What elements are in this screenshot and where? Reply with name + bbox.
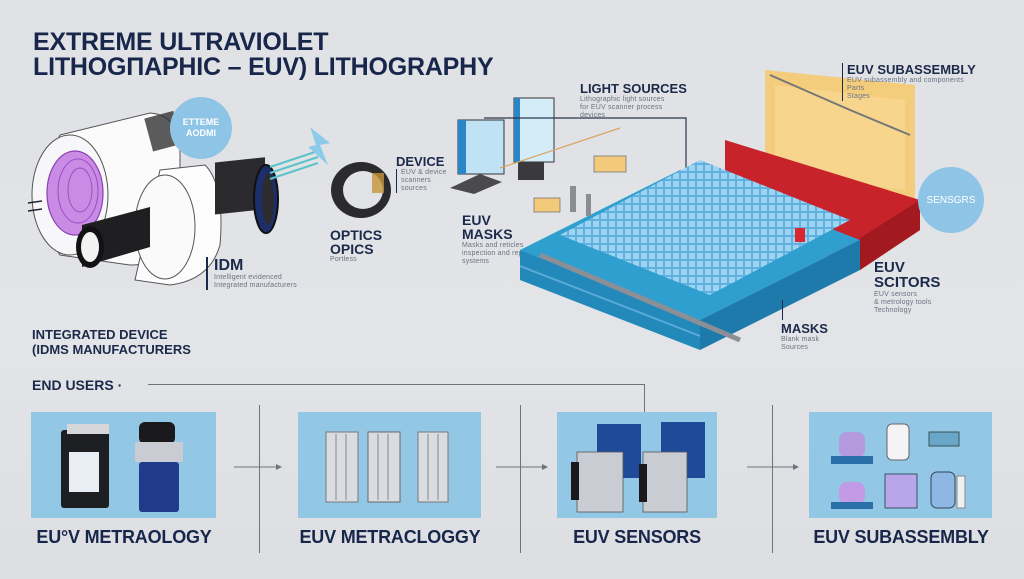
end-users-connector — [148, 384, 394, 385]
connector-line — [484, 117, 687, 168]
rail — [539, 252, 741, 343]
source-bubble: ETTEME AODMI — [170, 97, 232, 159]
beam-line — [269, 162, 319, 180]
masks-heading: MASKS — [781, 321, 828, 336]
euv-sensors-subtext: & metrology tools — [874, 299, 932, 306]
red-component — [795, 228, 805, 242]
device-heading: DEVICE — [396, 154, 445, 169]
optics-heading-2: OPICS — [330, 241, 374, 257]
idm-heading: IDM — [214, 257, 244, 274]
euv-masks-heading-2: MASKS — [462, 226, 513, 242]
optics-heading: OPTICS — [330, 227, 383, 243]
flow-arrow-icon — [234, 464, 282, 470]
euv-masks-heading: EUV — [462, 212, 491, 228]
euv-subassembly-subtext: Parts — [847, 85, 865, 92]
optics-subtext: Portless — [330, 256, 357, 263]
euv-sensors-subtext: Technology — [874, 307, 912, 314]
component-icon — [570, 186, 576, 212]
component-icon — [533, 197, 561, 213]
page-title: EXTREME ULTRAVIOLET LITHOGΠAPHIC – EUV) … — [33, 30, 494, 80]
connector-lines — [484, 117, 687, 169]
euv-masks-subtext: Masks and reticles — [462, 242, 524, 249]
device-subtext: scanners — [401, 177, 432, 184]
component-icon — [593, 155, 627, 173]
lens-barrel-icon — [76, 157, 279, 286]
flow-arrow-icon — [747, 464, 799, 470]
divider — [772, 405, 773, 553]
end-users-heading: END USERS · — [32, 377, 123, 393]
panel-euv-sensors — [557, 412, 717, 518]
idm-label: IDM Intelligent evidenced Integrated man… — [206, 257, 297, 290]
lithography-platform-illustration — [520, 70, 920, 350]
beam-illustration — [269, 127, 330, 180]
panel-euv-metrology-1 — [31, 412, 216, 518]
euv-subassembly-label: EUV SUBASSEMBLY EUV subassembly and comp… — [842, 63, 976, 101]
wafer-grid — [560, 160, 850, 295]
beam-line — [269, 150, 319, 168]
divider — [520, 405, 521, 553]
euv-sensors-label: EUV SCITORS EUV sensors & metrology tool… — [874, 260, 940, 315]
bottom-label-euv-sensors: EUV SENSORS — [573, 527, 701, 547]
mask-components-illustration — [533, 186, 591, 216]
sensors-bubble: SENSGRS — [918, 167, 984, 233]
light-sources-subtext: devices — [580, 112, 606, 119]
idm-manufacturers-line-1: INTEGRATED DEVICE — [32, 327, 168, 342]
subassembly-parts-icon — [831, 423, 966, 509]
connector-line — [499, 127, 621, 169]
euv-sensors-heading: EUV — [874, 259, 905, 276]
device-subtext: EUV & device — [401, 169, 447, 176]
beam-line — [269, 156, 319, 174]
euv-subassembly-subtext: Stages — [847, 93, 870, 100]
subassembly-block — [765, 70, 915, 200]
optics-ring-icon — [331, 162, 391, 218]
euv-sensors-subtext: EUV sensors — [874, 291, 918, 298]
arrow-icon — [308, 127, 330, 165]
divider — [259, 405, 260, 553]
light-sources-heading: LIGHT SOURCES — [580, 81, 687, 96]
sensors-block — [725, 140, 920, 270]
optics-label: OPTICS OPICS Portless — [330, 228, 382, 264]
source-bubble-text: ETTEME AODMI — [182, 117, 220, 138]
euv-subassembly-heading: EUV SUBASSEMBLY — [847, 62, 976, 77]
device-monitors-illustration — [450, 97, 555, 194]
sensor-units-icon — [571, 422, 705, 513]
end-users-connector — [394, 384, 644, 385]
masks-label: MASKS Blank mask Sources — [781, 322, 828, 352]
bottom-label-euv-metrology-2: EUV METRACLOGGY — [299, 527, 481, 547]
euv-masks-label: EUV MASKS Masks and reticles inspection … — [462, 213, 531, 266]
title-line-1: EXTREME ULTRAVIOLET — [33, 28, 329, 56]
metrology-devices-icon — [61, 422, 183, 512]
flow-arrow-icon — [496, 464, 548, 470]
light-sources-subtext: Lithographic light sources — [580, 96, 665, 103]
euv-masks-subtext: inspection and repair — [462, 250, 532, 257]
monitor-icon — [450, 119, 505, 194]
device-subtext: sources — [401, 185, 427, 192]
device-label: DEVICE EUV & device scanners sources — [396, 155, 447, 193]
mask-frames-icon — [325, 431, 449, 503]
light-sources-label: LIGHT SOURCES Lithographic light sources… — [580, 82, 687, 120]
end-users-connector-drop — [644, 384, 645, 414]
monitor-icon — [513, 97, 555, 180]
mask-components-illustration — [593, 155, 627, 173]
title-line-2: LITHOGΠAPHIC – EUV) LITHOGRAPHY — [33, 53, 494, 81]
panel-euv-subassembly — [809, 412, 992, 518]
bottom-label-euv-metrology-1: EU°V METRAOLOGY — [36, 527, 212, 547]
masks-pointer-line — [782, 300, 783, 320]
masks-subtext: Blank mask — [781, 336, 820, 343]
idm-subtext: Integrated manufacturers — [214, 282, 298, 289]
euv-masks-subtext: systems — [462, 258, 490, 265]
sensors-bubble-text: SENSGRS — [926, 194, 976, 206]
bottom-label-euv-subassembly: EUV SUBASSEMBLY — [813, 527, 989, 547]
euv-sensors-heading-2: SCITORS — [874, 274, 941, 291]
idm-manufacturers-heading: INTEGRATED DEVICE (IDMS MANUFACTURERS — [32, 327, 191, 357]
euv-subassembly-subtext: EUV subassembly and components — [847, 77, 964, 84]
idm-manufacturers-line-2: (IDMS MANUFACTURERS — [32, 342, 191, 357]
masks-subtext: Sources — [781, 344, 809, 351]
panel-euv-metrology-2 — [298, 412, 481, 518]
idm-subtext: Intelligent evidenced — [214, 274, 283, 281]
component-icon — [586, 194, 591, 216]
euv-source-illustration — [27, 110, 279, 286]
light-sources-subtext: for EUV scanner process — [580, 104, 663, 111]
